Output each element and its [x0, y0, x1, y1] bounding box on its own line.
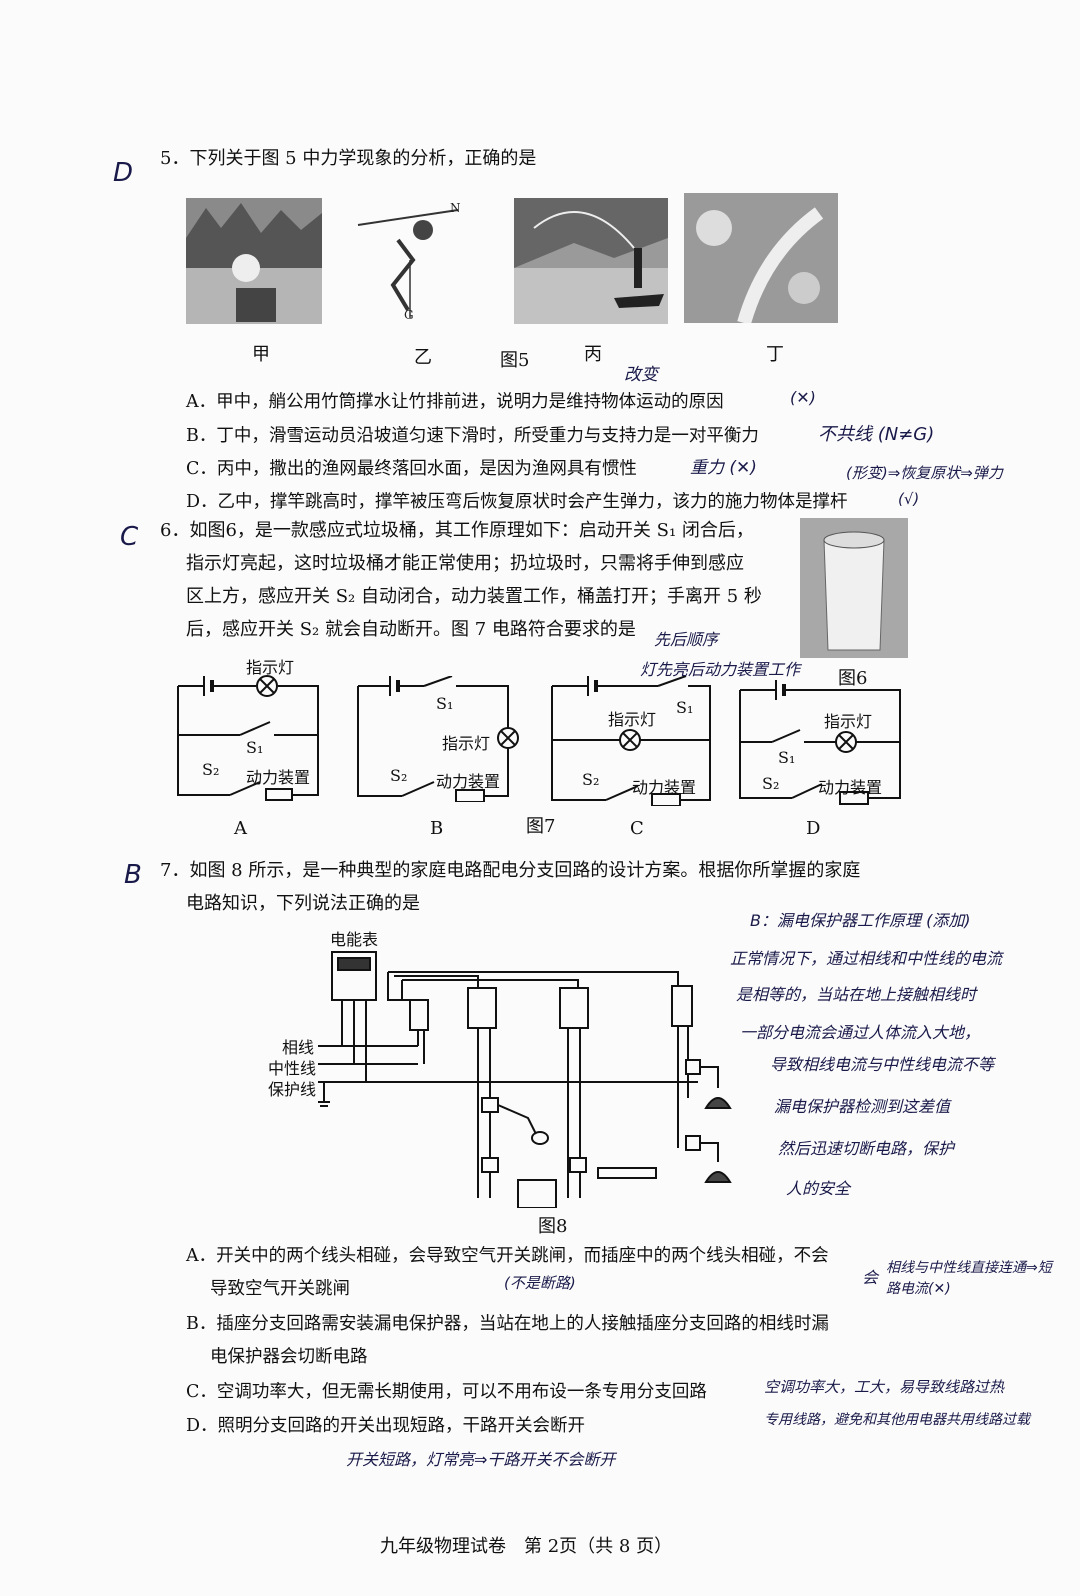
circuit-b-s2-label: S₂	[390, 766, 408, 785]
q6-line-3: 区上方，感应开关 S₂ 自动闭合，动力装置工作，桶盖打开；手离开 5 秒	[186, 586, 762, 607]
q7-option-a-side-note: 相线与中性线直接连通⇒短路电流(✕)	[886, 1260, 1052, 1297]
circuit-c-s2-label: S₂	[582, 770, 600, 789]
q7-note-7: 人的安全	[786, 1179, 851, 1198]
circuit-d-s2-label: S₂	[762, 774, 780, 793]
circuit-c-lamp-label: 指示灯	[608, 710, 657, 729]
q5-stem: 5．下列关于图 5 中力学现象的分析，正确的是	[160, 148, 537, 169]
circuit-a	[177, 675, 319, 801]
circuit-c-s1-label: S₁	[676, 698, 694, 717]
q7-note-0: B：漏电保护器工作原理 (添加)	[750, 911, 971, 930]
q7-option-a-note-1: 会	[862, 1268, 879, 1287]
figure-5-panel-bing	[514, 198, 668, 324]
q7-note-5: 漏电保护器检测到这差值	[774, 1097, 951, 1116]
q5-option-d: D．乙中，撑竿跳高时，撑竿被压弯后恢复原状时会产生弹力，该力的施力物体是撑杆	[186, 492, 848, 512]
figure-5-panel-yi: G N	[338, 200, 468, 320]
q7-option-b-line-1: B．插座分支回路需安装漏电保护器，当站在地上的人接触插座分支回路的相线时漏	[186, 1314, 829, 1334]
circuit-c-choice: C	[630, 818, 644, 839]
circuit-d-motor-label: 动力装置	[818, 778, 883, 797]
figure-8-caption: 图8	[538, 1216, 568, 1237]
q5-option-c-note: 重力 (✕)	[690, 458, 757, 478]
q5-option-a: A．甲中，艄公用竹筒撑水让竹排前进，说明力是维持物体运动的原因	[186, 392, 724, 412]
circuit-a-lamp-label: 指示灯	[246, 658, 295, 677]
q7-line-1: 7．如图 8 所示，是一种典型的家庭电路配电分支回路的设计方案。根据你所掌握的家…	[160, 860, 861, 881]
q6-line-4: 后，感应开关 S₂ 就会自动断开。图 7 电路符合要求的是	[186, 619, 636, 640]
figure-7-caption: 图7	[526, 816, 556, 837]
figure-6-caption: 图6	[838, 668, 868, 689]
answer-mark-q7: B	[124, 860, 142, 890]
q7-option-a-line-2: 导致空气开关跳闸	[210, 1279, 350, 1299]
q5-option-c: C．丙中，撒出的渔网最终落回水面，是因为渔网具有惯性	[186, 459, 637, 479]
panel-label-ding: 丁	[766, 344, 784, 365]
q7-note-3: 一部分电流会通过人体流入大地，	[740, 1023, 981, 1042]
q7-option-c: C．空调功率大，但无需长期使用，可以不用布设一条专用分支回路	[186, 1382, 707, 1402]
q5-option-b: B．丁中，滑雪运动员沿坡道匀速下滑时，所受重力与支持力是一对平衡力	[186, 426, 759, 446]
q6-line-2: 指示灯亮起，这时垃圾桶才能正常使用；扔垃圾时，只需将手伸到感应	[186, 553, 744, 574]
answer-mark-q5: D	[113, 158, 134, 188]
circuit-c-motor-label: 动力装置	[632, 778, 697, 797]
figure-5-caption: 图5	[500, 350, 530, 371]
circuit-b-lamp-label: 指示灯	[442, 734, 491, 753]
circuit-d-choice: D	[806, 818, 821, 839]
q7-option-d: D．照明分支回路的开关出现短路，干路开关会断开	[186, 1416, 586, 1436]
q7-option-a-line-1: A．开关中的两个线头相碰，会导致空气开关跳闸，而插座中的两个线头相碰，不会	[186, 1246, 829, 1266]
circuit-d-s1-label: S₁	[778, 748, 796, 767]
q5-option-a-note: (✕)	[790, 388, 816, 407]
page-footer: 九年级物理试卷 第 2页（共 8 页）	[380, 1536, 673, 1557]
circuit-a-motor-label: 动力装置	[246, 768, 311, 787]
q6-note-order: 先后顺序	[654, 630, 719, 649]
figure-5-panel-ding	[684, 193, 838, 323]
q7-note-4: 导致相线电流与中性线电流不等	[770, 1055, 995, 1074]
circuit-a-choice: A	[234, 818, 247, 839]
figure-5-panel-jia	[186, 198, 322, 324]
circuit-a-s1-label: S₁	[246, 738, 264, 757]
q5-option-d-note: (√)	[898, 490, 920, 508]
q7-note-6: 然后迅速切断电路，保护	[778, 1139, 955, 1158]
figure-8-circuit	[318, 951, 732, 1208]
figure-8-wire-neutral: 中性线	[268, 1059, 317, 1078]
circuit-a-s2-label: S₂	[202, 760, 220, 779]
figure-8-meter-label: 电能表	[330, 930, 379, 949]
q7-option-c-note: 空调功率大，工大，易导致线路过热	[764, 1378, 1005, 1396]
q7-option-b-line-2: 电保护器会切断电路	[210, 1347, 368, 1367]
answer-mark-q6: C	[120, 522, 139, 552]
q7-note-0-text: B：漏电保护器工作原理 (添加)	[750, 911, 971, 930]
q6-note-lamp-first: 灯先亮后动力装置工作	[640, 660, 801, 679]
svg-text:N: N	[450, 201, 461, 215]
q7-note-1: 正常情况下，通过相线和中性线的电流	[730, 949, 1003, 968]
figure-6-trash-bin	[800, 518, 908, 658]
circuit-d-lamp-label: 指示灯	[824, 712, 873, 731]
q7-line-2: 电路知识，下列说法正确的是	[186, 893, 420, 914]
svg-text:G: G	[404, 308, 414, 320]
q5-side-note: (形变)⇒恢复原状⇒弹力	[846, 464, 1003, 482]
q7-option-d-note: 开关短路，灯常亮⇒干路开关不会断开	[346, 1450, 616, 1469]
figure-8-wire-live: 相线	[282, 1038, 315, 1057]
q6-line-1: 6．如图6，是一款感应式垃圾桶，其工作原理如下：启动开关 S₁ 闭合后，	[160, 520, 754, 541]
circuit-b-choice: B	[430, 818, 444, 839]
circuit-b-motor-label: 动力装置	[436, 772, 501, 791]
q5-option-b-note: 不共线 (N≠G)	[818, 424, 935, 445]
panel-label-bing: 丙	[584, 344, 602, 365]
circuit-b-s1-label: S₁	[436, 694, 454, 713]
figure-8-wire-ground: 保护线	[268, 1080, 317, 1099]
q7-note-2: 是相等的，当站在地上接触相线时	[736, 985, 977, 1004]
handwritten-note-change: 改变	[624, 365, 658, 385]
q7-option-d-side-note: 专用线路，避免和其他用电器共用线路过载	[764, 1412, 1030, 1428]
panel-label-jia: 甲	[252, 344, 270, 365]
panel-label-yi: 乙	[414, 347, 432, 368]
q7-option-a-note-2: (不是断路)	[504, 1274, 576, 1292]
